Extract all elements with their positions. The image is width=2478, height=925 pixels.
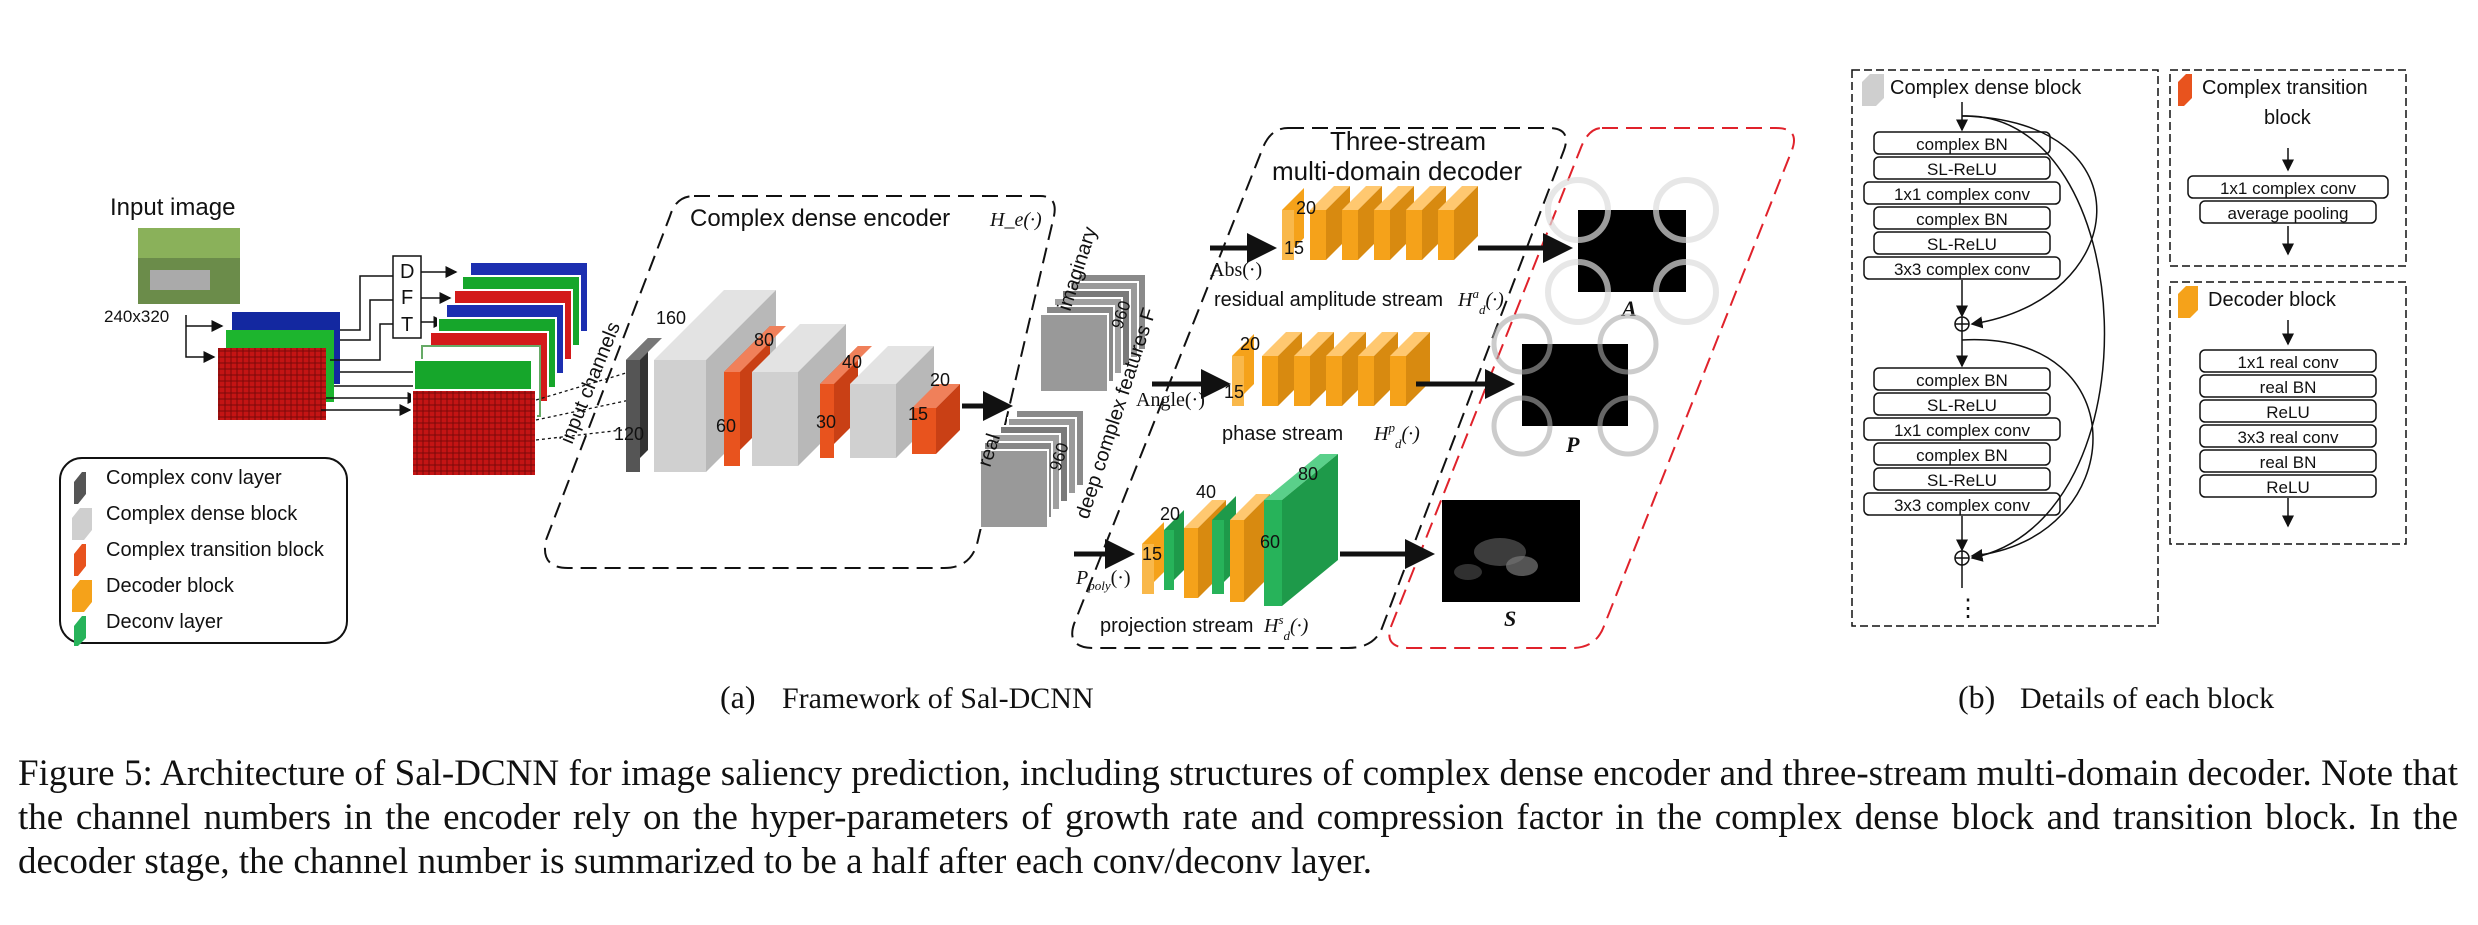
saliency-output-map — [1442, 500, 1580, 602]
decoder-block-layers: 1x1 real conv real BN ReLU 3x3 real conv… — [2199, 349, 2377, 498]
dft-d: D — [400, 261, 414, 283]
encoder-boundary — [544, 195, 1056, 569]
decoder-block-title: Decoder block — [2208, 289, 2337, 311]
dense-block-layers-1: complex BN SL-ReLU 1x1 complex conv comp… — [1863, 131, 2061, 280]
dft-box — [392, 255, 422, 339]
proj-num-15: 15 — [1142, 544, 1162, 564]
projection-decoder-blocks — [1142, 454, 1338, 606]
proj-num-60: 60 — [1260, 532, 1280, 552]
transition-layer-2: average pooling — [2228, 204, 2349, 223]
legend-label-deconv: Deconv layer — [106, 611, 223, 633]
decoder-layer-1: 1x1 real conv — [2237, 353, 2339, 372]
amp-stream-label: residual amplitude stream — [1214, 289, 1443, 311]
enc-num-60: 60 — [716, 416, 736, 436]
dense-layer-4: complex BN — [1916, 210, 2008, 229]
dense-layer-12: 3x3 complex conv — [1894, 496, 2031, 515]
figure-caption: Figure 5: Architecture of Sal-DCNN for i… — [18, 752, 2458, 884]
ppoly-label: Ppoly(·) — [1075, 567, 1131, 593]
output-boundary — [1388, 127, 1795, 649]
decoder-title-2: multi-domain decoder — [1272, 156, 1522, 186]
decoder-layer-5: real BN — [2260, 453, 2317, 472]
amp-num-20: 20 — [1296, 198, 1316, 218]
dense-layer-10: complex BN — [1916, 446, 2008, 465]
transition-title-2: block — [2264, 107, 2312, 129]
enc-num-40: 40 — [842, 352, 862, 372]
dft-t: T — [401, 314, 413, 336]
decoder-block-panel — [2169, 281, 2407, 545]
transition-title-1: Complex transition — [2202, 77, 2368, 99]
abs-label: Abs(·) — [1210, 259, 1262, 281]
decoder-layer-2: real BN — [2260, 378, 2317, 397]
legend-items: Complex conv layer Complex dense block C… — [72, 467, 325, 646]
enc-num-160: 160 — [656, 308, 686, 328]
subcaption-a-tag: (a) — [720, 679, 756, 715]
proj-num-40: 40 — [1196, 482, 1216, 502]
dense-layer-9: 1x1 complex conv — [1894, 421, 2031, 440]
input-image-title: Input image — [110, 194, 235, 221]
input-size-label: 240x320 — [104, 307, 169, 326]
phase-stream-label: phase stream — [1222, 423, 1343, 445]
phase-num-15: 15 — [1224, 382, 1244, 402]
phase-decoder-blocks — [1232, 332, 1430, 406]
proj-stream-label: projection stream — [1100, 615, 1253, 637]
legend-label-conv: Complex conv layer — [106, 467, 282, 489]
dense-ellipsis: ⋮ — [1956, 595, 1980, 622]
encoder-symbol: H_e(·) — [989, 209, 1042, 231]
angle-label: Angle(·) — [1136, 389, 1205, 411]
phase-stream-symbol: Hpd(·) — [1373, 420, 1420, 451]
proj-stream-symbol: Hsd(·) — [1263, 612, 1309, 643]
amp-decoder-blocks — [1282, 186, 1478, 260]
dense-block-title: Complex dense block — [1890, 77, 2082, 99]
proj-num-80: 80 — [1298, 464, 1318, 484]
figure-label: Figure 5: — [18, 753, 153, 794]
legend-label-transition: Complex transition block — [106, 539, 325, 561]
proj-num-20: 20 — [1160, 504, 1180, 524]
legend-label-decoder: Decoder block — [106, 575, 235, 597]
imaginary-feature-stack — [1039, 273, 1147, 393]
subcaption-b-text: Details of each block — [2020, 682, 2274, 715]
phase-num-20: 20 — [1240, 334, 1260, 354]
amp-stream-symbol: Had(·) — [1457, 286, 1504, 317]
dense-layer-6: 3x3 complex conv — [1894, 260, 2031, 279]
encoder-title: Complex dense encoder — [690, 205, 950, 232]
enc-num-20: 20 — [930, 370, 950, 390]
real-feature-stack — [979, 409, 1085, 529]
decoder-title-1: Three-stream — [1330, 126, 1486, 156]
dense-layer-2: SL-ReLU — [1927, 160, 1997, 179]
dft-f: F — [401, 287, 413, 309]
enc-num-120: 120 — [614, 424, 644, 444]
phase-output-label: P — [1565, 432, 1580, 457]
subcaption-a-text: Framework of Sal-DCNN — [782, 682, 1094, 715]
red-channel — [218, 348, 326, 420]
enc-num-30: 30 — [816, 412, 836, 432]
transition-layer-1: 1x1 complex conv — [2220, 179, 2357, 198]
enc-num-80: 80 — [754, 330, 774, 350]
legend-label-dense: Complex dense block — [106, 503, 298, 525]
decoder-boundary — [1071, 127, 1567, 649]
legend-box — [59, 457, 348, 644]
dense-block-panel — [1851, 69, 2159, 627]
spectral-image-stack — [411, 261, 589, 477]
decoder-layer-4: 3x3 real conv — [2237, 428, 2339, 447]
decoder-layer-6: ReLU — [2266, 478, 2309, 497]
dense-layer-11: SL-ReLU — [1927, 471, 1997, 490]
dense-layer-1: complex BN — [1916, 135, 2008, 154]
dense-layer-3: 1x1 complex conv — [1894, 185, 2031, 204]
decoder-layer-3: ReLU — [2266, 403, 2309, 422]
dense-layer-5: SL-ReLU — [1927, 235, 1997, 254]
phase-output-map — [1491, 313, 1659, 457]
amp-num-15: 15 — [1284, 238, 1304, 258]
saliency-output-label: S — [1504, 606, 1516, 631]
dense-layer-8: SL-ReLU — [1927, 396, 1997, 415]
dense-layer-7: complex BN — [1916, 371, 2008, 390]
subcaption-b-tag: (b) — [1958, 679, 1995, 715]
dense-block-layers-2: complex BN SL-ReLU 1x1 complex conv comp… — [1863, 367, 2061, 516]
enc-num-15: 15 — [908, 404, 928, 424]
figure-caption-text: Architecture of Sal-DCNN for image salie… — [18, 753, 2458, 882]
amplitude-output-map — [1545, 177, 1719, 325]
